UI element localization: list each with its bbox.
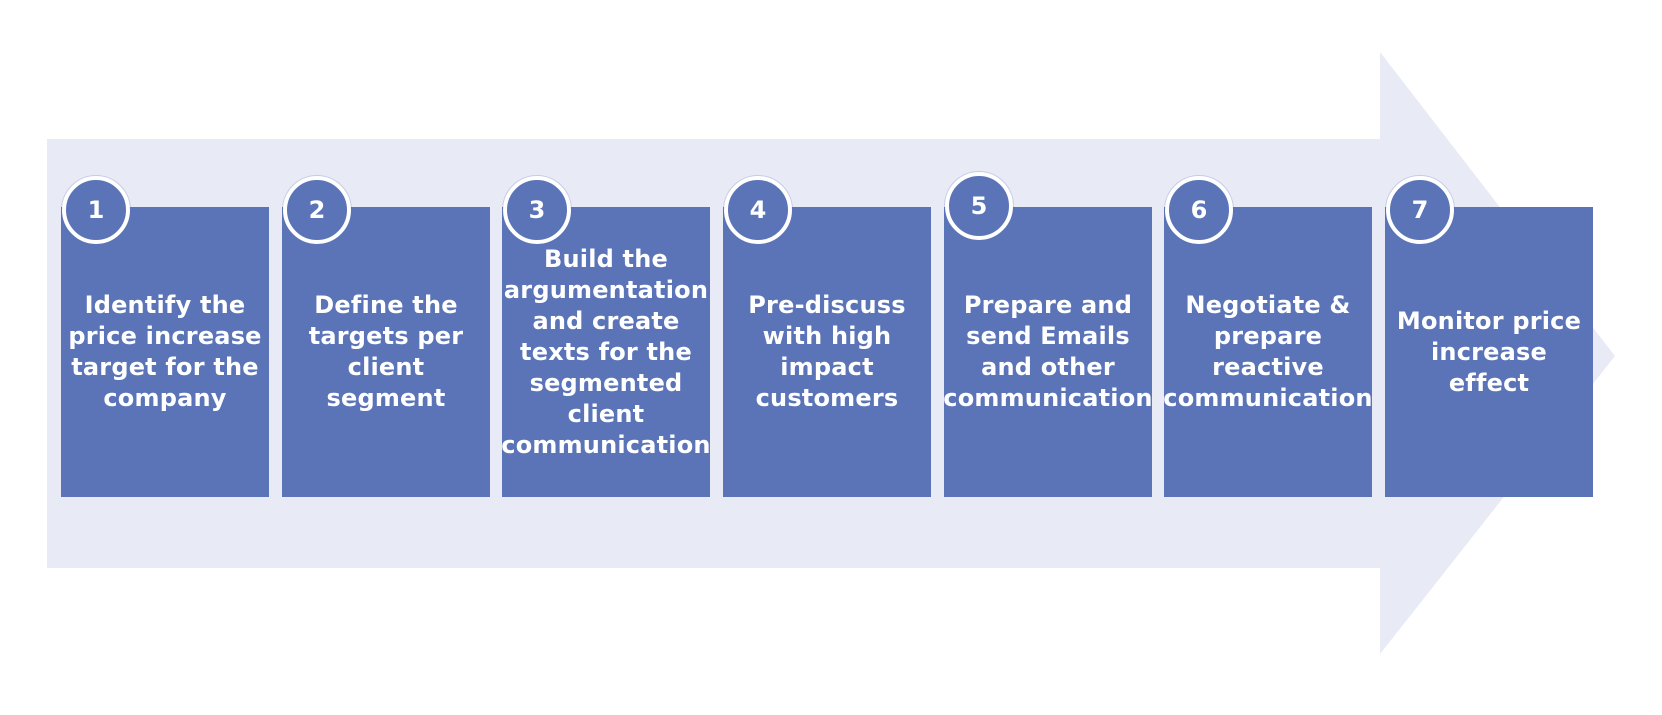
step-number-badge: 2	[283, 176, 351, 244]
step-3: Build the argumentation and create texts…	[501, 0, 711, 715]
step-6: Negotiate & prepare reactive communicati…	[1163, 0, 1373, 715]
step-number-badge: 1	[62, 176, 130, 244]
step-box: Negotiate & prepare reactive communicati…	[1163, 207, 1373, 497]
step-label: Build the argumentation and create texts…	[501, 244, 711, 459]
step-box: Pre-discuss with high impact customers	[723, 207, 931, 497]
step-1: Identify the price increase target for t…	[61, 0, 269, 715]
step-box: Define the targets per client segment	[282, 207, 490, 497]
step-number-badge: 5	[945, 172, 1013, 240]
step-7: Monitor price increase effect 7	[1385, 0, 1593, 715]
step-number-badge: 7	[1386, 176, 1454, 244]
step-label: Monitor price increase effect	[1396, 306, 1582, 397]
step-box: Build the argumentation and create texts…	[501, 207, 711, 497]
step-number-badge: 3	[503, 176, 571, 244]
step-label: Prepare and send Emails and other commun…	[943, 291, 1153, 412]
step-box: Identify the price increase target for t…	[61, 207, 269, 497]
step-label: Define the targets per client segment	[308, 291, 464, 412]
step-box: Prepare and send Emails and other commun…	[943, 207, 1153, 497]
step-number-badge: 6	[1165, 176, 1233, 244]
step-box: Monitor price increase effect	[1385, 207, 1593, 497]
step-4: Pre-discuss with high impact customers 4	[723, 0, 931, 715]
step-2: Define the targets per client segment 2	[282, 0, 490, 715]
step-label: Negotiate & prepare reactive communicati…	[1163, 291, 1373, 412]
step-number-badge: 4	[724, 176, 792, 244]
step-5: Prepare and send Emails and other commun…	[943, 0, 1153, 715]
step-label: Pre-discuss with high impact customers	[748, 291, 906, 412]
step-label: Identify the price increase target for t…	[68, 291, 262, 412]
